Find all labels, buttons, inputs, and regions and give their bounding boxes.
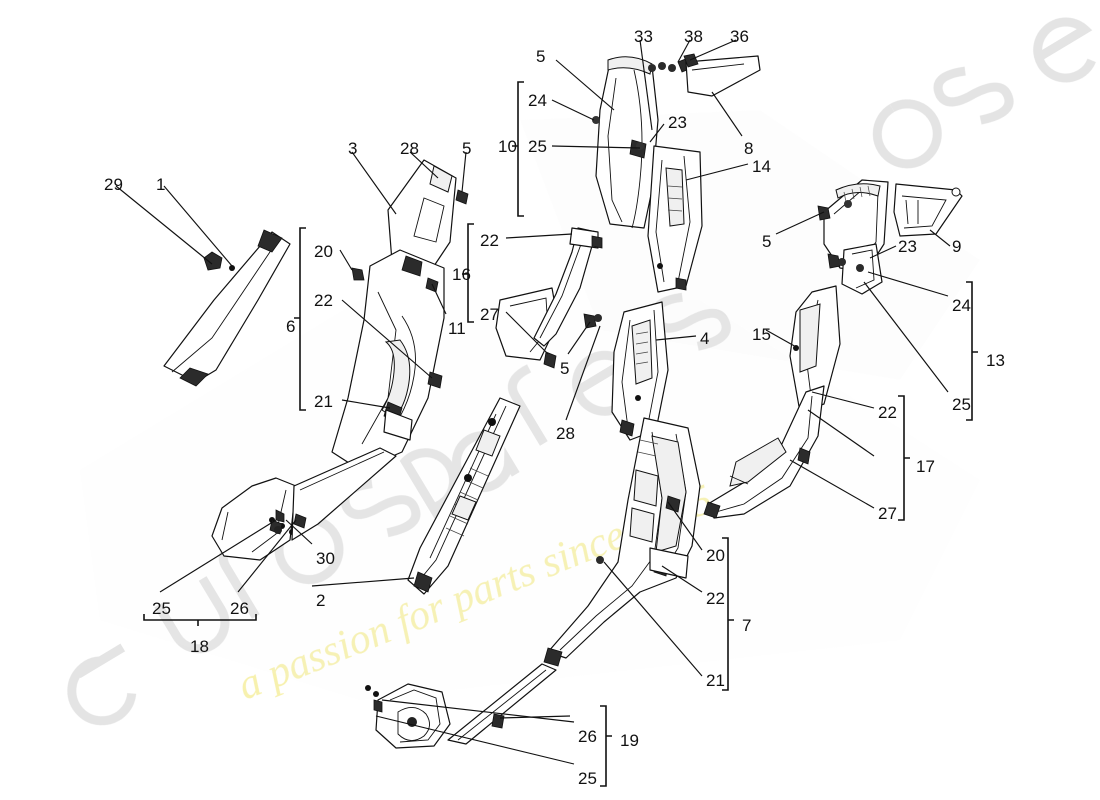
callout-1: 1 xyxy=(156,175,166,194)
callout-27-right: 27 xyxy=(878,504,897,523)
part-6-lower-b-pillar-trim xyxy=(331,249,445,471)
callout-21-lower: 21 xyxy=(706,671,725,690)
callout-2: 2 xyxy=(316,591,326,610)
callout-26-bottom-left: 26 xyxy=(230,599,249,618)
callout-5-right: 5 xyxy=(762,232,772,251)
callout-25-right: 25 xyxy=(952,395,971,414)
callout-30: 30 xyxy=(316,549,335,568)
callout-10-group: 10 xyxy=(498,137,517,156)
callout-17-group: 17 xyxy=(916,457,935,476)
clip-20-left xyxy=(351,267,365,281)
leader-lines xyxy=(115,39,951,765)
callout-13-group: 13 xyxy=(986,351,1005,370)
part-1-a-pillar-trim xyxy=(163,229,291,387)
callout-22-center: 22 xyxy=(480,231,499,250)
callout-22-left: 22 xyxy=(314,291,333,310)
callout-9: 9 xyxy=(952,237,962,256)
callout-5-center: 5 xyxy=(560,359,570,378)
callout-26-bottom: 26 xyxy=(578,727,597,746)
callout-5-upper-left: 5 xyxy=(462,139,472,158)
callout-7-group: 7 xyxy=(742,616,752,635)
callout-36: 36 xyxy=(730,27,749,46)
callout-5-top: 5 xyxy=(536,47,546,66)
callout-24-right: 24 xyxy=(952,296,971,315)
part-9-corner-cover xyxy=(893,183,963,237)
callout-20-lower: 20 xyxy=(706,546,725,565)
part-16-curved-strip xyxy=(533,227,603,347)
callout-33: 33 xyxy=(634,27,653,46)
part-18-sill-cover xyxy=(269,447,397,541)
callout-22-right: 22 xyxy=(878,403,897,422)
callout-28-center: 28 xyxy=(556,424,575,443)
callout-28-upper: 28 xyxy=(400,139,419,158)
callout-19-group: 19 xyxy=(620,731,639,750)
part-17-rear-lower-trim xyxy=(703,385,825,519)
callout-38: 38 xyxy=(684,27,703,46)
callout-21-left: 21 xyxy=(314,392,333,411)
callout-25-upper: 25 xyxy=(528,137,547,156)
part-18-kick-panel xyxy=(211,477,297,561)
callout-25-bottom-left: 25 xyxy=(152,599,171,618)
part-19-wheel-arch-trim xyxy=(365,683,451,749)
part-2-door-sill-trim xyxy=(407,397,521,595)
callout-22-lower: 22 xyxy=(706,589,725,608)
callout-23-right: 23 xyxy=(898,237,917,256)
callout-11: 11 xyxy=(448,319,466,338)
part-14-b-pillar-inner xyxy=(647,145,703,293)
callout-20-left: 20 xyxy=(314,242,333,261)
clip-30 xyxy=(274,513,307,534)
group-brackets xyxy=(143,81,978,787)
callout-27-center: 27 xyxy=(480,305,499,324)
callout-6-group: 6 xyxy=(286,317,296,336)
callout-18-group: 18 xyxy=(190,637,209,656)
callout-16-group: 16 xyxy=(452,265,471,284)
callout-4: 4 xyxy=(700,329,710,348)
callout-14: 14 xyxy=(752,157,771,176)
callout-3: 3 xyxy=(348,139,358,158)
clips-5-28 xyxy=(583,313,602,329)
part-19-strip xyxy=(447,663,557,745)
callout-29: 29 xyxy=(104,175,123,194)
part-8-upper-cover xyxy=(683,53,761,97)
callout-8: 8 xyxy=(744,139,754,158)
callout-24-upper: 24 xyxy=(528,91,547,110)
callout-23-upper: 23 xyxy=(668,113,687,132)
part-4-c-pillar-trim xyxy=(611,301,669,441)
part-7-rear-quarter-trim xyxy=(543,417,701,667)
callout-25-bottom: 25 xyxy=(578,769,597,788)
callout-15: 15 xyxy=(752,325,771,344)
